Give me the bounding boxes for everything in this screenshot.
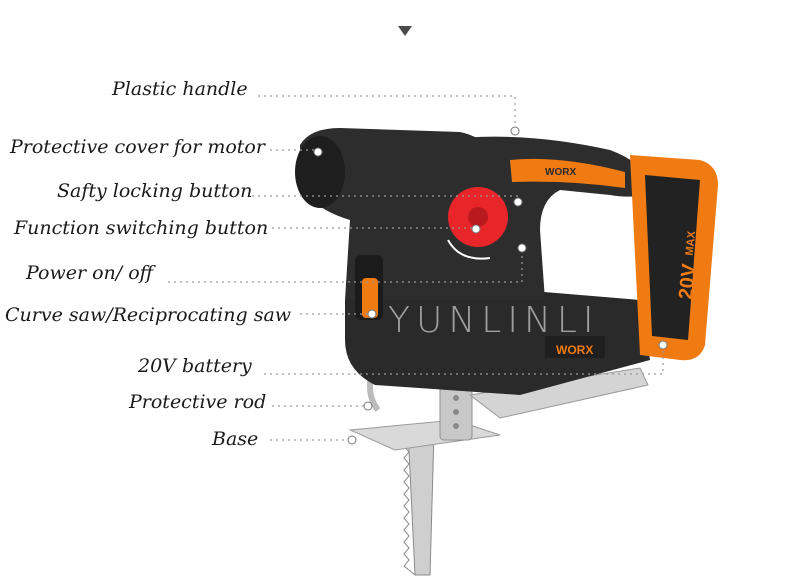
motor-housing (295, 128, 510, 320)
handle-brand-text: WORX (545, 167, 576, 178)
leader-dots (313, 126, 668, 445)
saw-blade (403, 429, 435, 576)
label-battery: 20V battery (138, 355, 252, 377)
leader-lines (168, 95, 664, 441)
battery-type: LITHIUM (699, 233, 707, 257)
label-curve-saw: Curve saw/Reciprocating saw (5, 304, 292, 326)
label-power: Power on/ off (26, 262, 154, 284)
body-brand-logo: WORX (556, 343, 593, 357)
label-plastic-handle: Plastic handle (112, 78, 248, 100)
label-function-switching: Function switching button (14, 217, 269, 239)
battery-label: 20V MAX LITHIUM (675, 230, 707, 301)
base-plate (348, 367, 649, 451)
battery-voltage: 20V (675, 262, 701, 300)
battery-pack (630, 155, 718, 361)
function-switch-dial (447, 187, 508, 260)
scroll-down-arrow-icon (398, 26, 412, 36)
label-safety-locking: Safty locking button (57, 180, 253, 202)
watermark: YUNLINLI (388, 300, 600, 341)
label-base: Base (212, 428, 259, 450)
tool-lower-body (345, 290, 650, 395)
battery-max: MAX (684, 230, 699, 256)
plastic-handle (440, 136, 650, 300)
label-protective-rod: Protective rod (129, 391, 267, 413)
label-protective-cover: Protective cover for motor (10, 136, 265, 158)
